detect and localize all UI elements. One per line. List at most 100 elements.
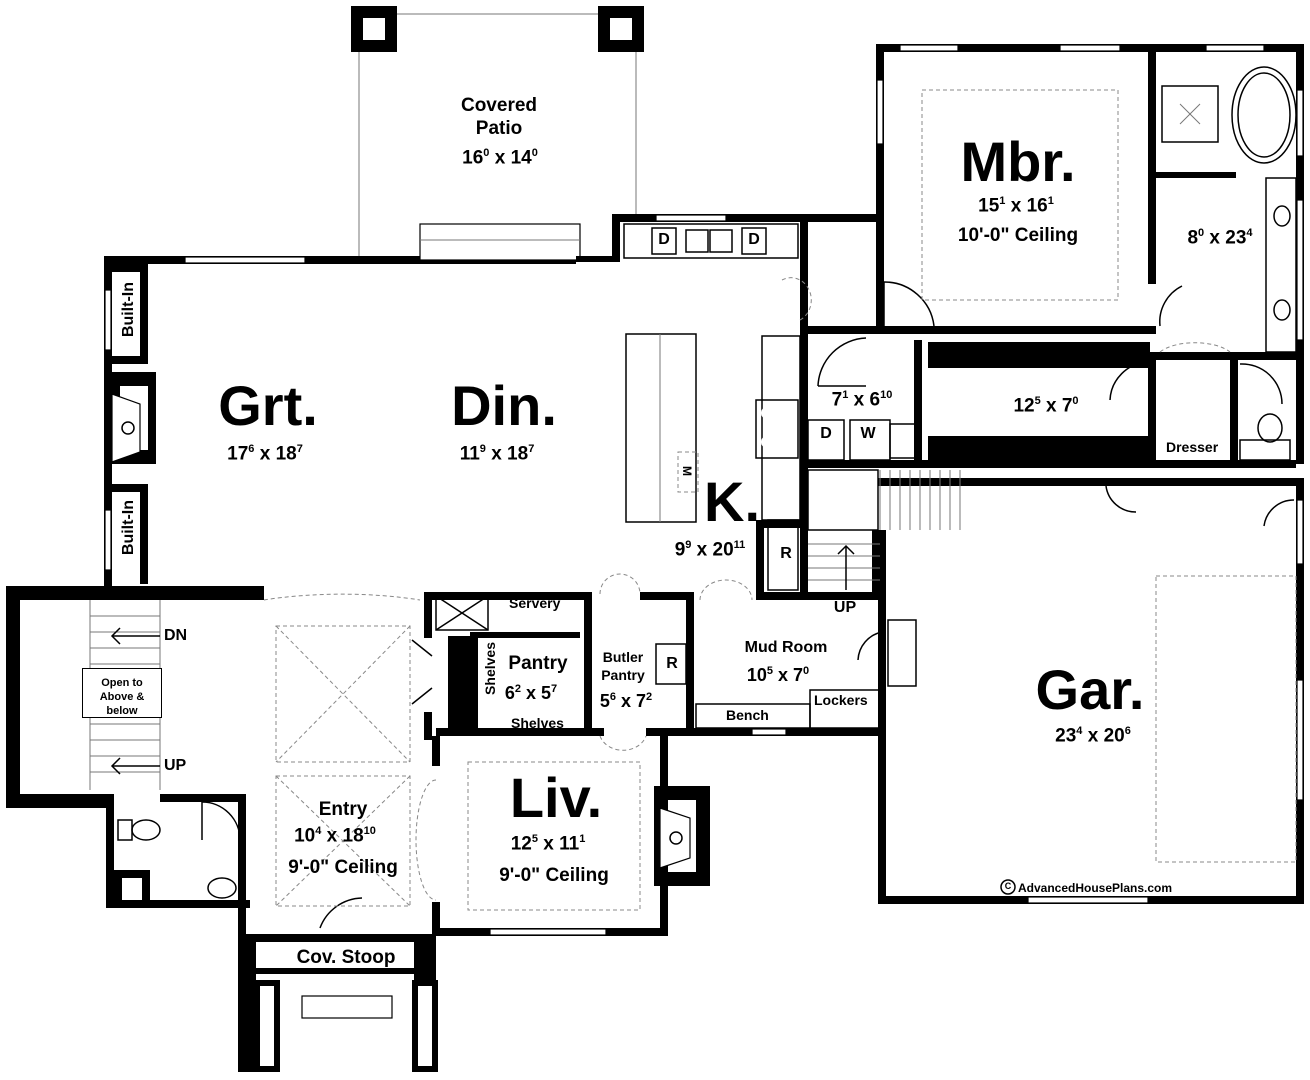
laundry-dimensions: 71 x 610 bbox=[831, 389, 893, 411]
shelves-side-label: Shelves bbox=[482, 642, 498, 695]
closet-depth-in: 0 bbox=[1072, 395, 1079, 407]
times-sign: x bbox=[326, 825, 338, 847]
open-to-below-box: Open to Above & below bbox=[82, 668, 162, 718]
lockers-label: Lockers bbox=[814, 692, 868, 708]
builtin-top-label: Built-In bbox=[120, 282, 137, 338]
gar-depth-in: 6 bbox=[1124, 725, 1131, 737]
kit-depth-in: 11 bbox=[733, 539, 746, 551]
mbr-dimensions: 151 x 161 bbox=[978, 195, 1054, 217]
butler-name-line1: Butler bbox=[602, 649, 644, 665]
times-sign: x bbox=[853, 389, 865, 411]
mud-width-in: 5 bbox=[766, 665, 773, 677]
interior-walls bbox=[112, 520, 808, 934]
kit-width: 9 bbox=[674, 539, 686, 561]
butler-name-line2: Pantry bbox=[601, 667, 645, 683]
patio-name-line2: Patio bbox=[475, 118, 523, 139]
pantry-depth-in: 7 bbox=[551, 683, 558, 695]
mud-name: Mud Room bbox=[744, 639, 828, 656]
laundry-width-in: 1 bbox=[842, 389, 849, 401]
gar-name: Gar. bbox=[1035, 658, 1145, 721]
open-to-below-label: Open to Above & below bbox=[99, 677, 145, 717]
times-sign: x bbox=[620, 691, 632, 711]
kit-width-in: 9 bbox=[685, 539, 692, 551]
gar-depth: 20 bbox=[1103, 725, 1125, 747]
servery-label: Servery bbox=[509, 595, 561, 611]
times-sign: x bbox=[1045, 395, 1057, 417]
butler-depth-in: 2 bbox=[646, 691, 653, 703]
times-sign: x bbox=[259, 443, 271, 465]
copyright-mark: C bbox=[1004, 881, 1012, 891]
mbr-width-in: 1 bbox=[999, 195, 1006, 207]
grt-name: Grt. bbox=[218, 374, 318, 437]
stair-up-label: UP bbox=[164, 757, 187, 774]
kit-name: K. bbox=[704, 470, 760, 533]
entry-width: 10 bbox=[294, 825, 316, 847]
times-sign: x bbox=[543, 833, 554, 855]
patio-dimensions: 160 x 140 bbox=[462, 147, 538, 169]
liv-name: Liv. bbox=[509, 766, 603, 829]
bench-label: Bench bbox=[726, 707, 769, 723]
mud-stair-treads bbox=[808, 543, 880, 590]
entry-depth-in: 10 bbox=[363, 825, 376, 837]
butler-width-in: 6 bbox=[609, 691, 616, 703]
grt-dimensions: 176 x 187 bbox=[227, 443, 303, 465]
laundry-depth: 6 bbox=[869, 389, 881, 411]
gar-dimensions: 234 x 206 bbox=[1055, 725, 1131, 747]
shelves-bottom-label: Shelves bbox=[511, 715, 564, 731]
entry-name: Entry bbox=[318, 799, 368, 820]
copyright-circle bbox=[1000, 879, 1016, 895]
mbr-depth: 16 bbox=[1026, 195, 1048, 217]
gar-width: 23 bbox=[1055, 725, 1077, 747]
mud-width: 10 bbox=[746, 665, 767, 685]
bath-depth: 23 bbox=[1225, 227, 1247, 249]
kit-dimensions: 99 x 2011 bbox=[674, 539, 746, 561]
patio-depth-in: 0 bbox=[531, 147, 538, 159]
bath-depth-in: 4 bbox=[1246, 227, 1253, 239]
din-dimensions: 119 x 187 bbox=[459, 443, 535, 465]
times-sign: x bbox=[491, 443, 502, 465]
bath-width: 8 bbox=[1187, 227, 1199, 249]
mbr-width: 15 bbox=[978, 195, 1000, 217]
covered-patio-structure bbox=[351, 6, 644, 256]
butler-width: 5 bbox=[599, 691, 610, 711]
grt-depth-in: 7 bbox=[296, 443, 303, 455]
bath-dimensions: 80 x 234 bbox=[1187, 227, 1253, 249]
pantry-width-in: 2 bbox=[514, 683, 521, 695]
liv-width: 12 bbox=[510, 833, 532, 855]
dishwasher-right-label: D bbox=[748, 231, 760, 248]
entry-ceiling: 9'-0" Ceiling bbox=[288, 857, 398, 878]
mbr-depth-in: 1 bbox=[1047, 195, 1054, 207]
liv-depth: 11 bbox=[559, 833, 580, 855]
entry-depth: 18 bbox=[342, 825, 364, 847]
laundry-width: 7 bbox=[831, 389, 843, 411]
upper-stair-treads bbox=[879, 470, 961, 530]
patio-name-line1: Covered bbox=[460, 95, 538, 116]
closet-depth: 7 bbox=[1061, 395, 1073, 417]
patio-width-in: 0 bbox=[483, 147, 490, 159]
entry-dimensions: 104 x 1810 bbox=[294, 825, 376, 847]
times-sign: x bbox=[525, 683, 537, 703]
kit-depth: 20 bbox=[712, 539, 734, 561]
pantry-name: Pantry bbox=[508, 653, 568, 674]
times-sign: x bbox=[1087, 725, 1099, 747]
grt-width-in: 6 bbox=[248, 443, 255, 455]
mbr-ceiling: 10'-0" Ceiling bbox=[957, 225, 1079, 246]
patio-depth: 14 bbox=[510, 147, 532, 169]
cov-stoop-label: Cov. Stoop bbox=[296, 947, 396, 968]
times-sign: x bbox=[696, 539, 708, 561]
din-width: 11 bbox=[459, 443, 480, 465]
din-depth-in: 7 bbox=[528, 443, 535, 455]
butler-dimensions: 56 x 72 bbox=[599, 691, 653, 711]
closet-width: 12 bbox=[1013, 395, 1035, 417]
din-depth: 18 bbox=[507, 443, 529, 465]
times-sign: x bbox=[1010, 195, 1022, 217]
times-sign: x bbox=[778, 665, 789, 685]
liv-width-in: 5 bbox=[531, 833, 538, 845]
microwave-label: M bbox=[680, 466, 694, 476]
pantry-depth: 5 bbox=[541, 683, 552, 703]
butler-depth: 7 bbox=[636, 691, 647, 711]
bath-width-in: 0 bbox=[1198, 227, 1205, 239]
din-width-in: 9 bbox=[479, 443, 486, 455]
gar-width-in: 4 bbox=[1076, 725, 1083, 737]
mud-dimensions: 105 x 70 bbox=[746, 665, 809, 685]
